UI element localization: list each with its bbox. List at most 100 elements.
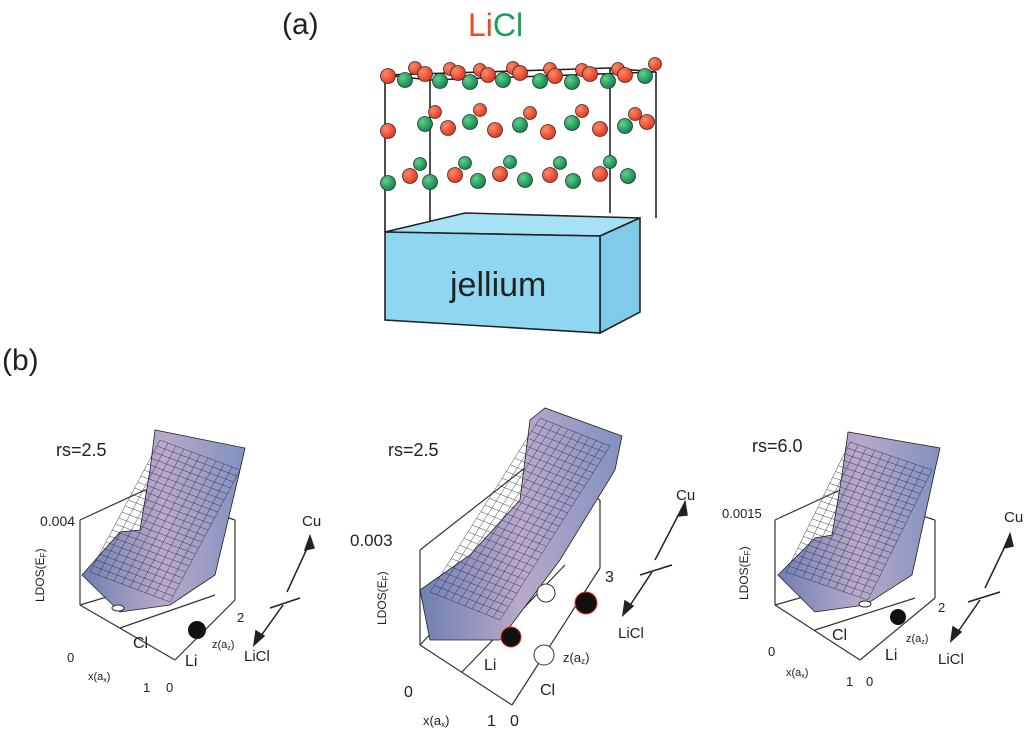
plot-1-z0: 0 bbox=[166, 680, 173, 695]
cl-atom bbox=[512, 117, 528, 133]
li-atom bbox=[575, 104, 589, 118]
plot-1-arrow-cu: Cu bbox=[302, 513, 321, 530]
cl-atom bbox=[380, 175, 396, 191]
cl-atom bbox=[617, 118, 633, 134]
mesh-line bbox=[843, 461, 908, 592]
cl-atom bbox=[565, 173, 581, 189]
plot-1-ylabel: LDOS(EF) bbox=[33, 548, 48, 602]
mesh-line bbox=[785, 441, 851, 573]
li-atom bbox=[480, 67, 496, 83]
cl-atom bbox=[397, 72, 413, 88]
li-atom bbox=[639, 114, 655, 130]
cl-atom bbox=[470, 173, 486, 189]
mesh-line bbox=[859, 467, 925, 598]
mesh-line bbox=[485, 440, 597, 615]
plot-3-zaxis-label: z(az) bbox=[906, 633, 928, 646]
panel-b: (b) rs=2.5 0.004 LDOS(EF) Cl Li 0 bbox=[2, 344, 1023, 730]
plot-1-zaxis-label: z(az) bbox=[212, 639, 234, 652]
jellium-block bbox=[384, 212, 641, 335]
li-atom bbox=[492, 166, 508, 182]
li-atom bbox=[523, 106, 537, 120]
mesh-line bbox=[113, 448, 185, 582]
mesh-line bbox=[471, 434, 583, 609]
mesh-line bbox=[834, 458, 900, 589]
li-atom bbox=[440, 120, 456, 136]
atoms bbox=[380, 57, 662, 191]
plot-2-zmax: 0.003 bbox=[350, 531, 393, 550]
cl-atom bbox=[462, 114, 478, 130]
plot-3-direction-arrows bbox=[949, 531, 1014, 643]
plot-2-direction-arrows bbox=[621, 499, 688, 617]
cl-atom bbox=[603, 155, 617, 169]
plot-2-x1: 1 bbox=[487, 713, 496, 730]
plot-1-rs: rs=2.5 bbox=[56, 440, 107, 460]
cl-atom bbox=[413, 157, 427, 171]
cl-atom bbox=[422, 174, 438, 190]
mesh-line bbox=[450, 426, 562, 601]
plot-1-atom-li: Li bbox=[185, 653, 197, 670]
cl-atom bbox=[458, 156, 472, 170]
plot-3-zmax: 0.0015 bbox=[722, 506, 762, 521]
jellium-label: jellium bbox=[449, 266, 546, 304]
ldos-plot-2: rs=2.5 0.003 LDOS(EF) Li Cl 0 1 0 3 x(ax… bbox=[350, 407, 695, 730]
plot-3-xlabel: x(ax) bbox=[786, 667, 808, 680]
cl-atom bbox=[462, 74, 478, 90]
plot-2-xlabel: x(ax) bbox=[423, 713, 449, 729]
plot-3-rs: rs=6.0 bbox=[752, 436, 803, 456]
plot-2-atom-cl: Cl bbox=[540, 682, 555, 699]
mesh-line bbox=[499, 445, 611, 621]
mesh-line bbox=[443, 423, 555, 598]
panel-a-label: (a) bbox=[282, 8, 319, 41]
mesh-line bbox=[478, 437, 590, 612]
mesh-line bbox=[802, 447, 867, 578]
li-atom bbox=[428, 105, 442, 119]
cl-atom bbox=[503, 155, 517, 169]
plot-1-li-atom bbox=[188, 621, 206, 639]
plot-2-ylabel: LDOS(EF) bbox=[375, 571, 390, 625]
supercell-box bbox=[384, 67, 657, 232]
li-atom bbox=[540, 124, 556, 140]
plot-2-cl-atom-b bbox=[533, 644, 555, 666]
mesh-line bbox=[457, 429, 569, 604]
plot-3-x0: 0 bbox=[768, 644, 775, 659]
ldos-plot-1: rs=2.5 0.004 LDOS(EF) Cl Li 0 1 0 2 x(ax… bbox=[33, 429, 321, 695]
plot-1-z1: 2 bbox=[237, 610, 244, 625]
plot-3-atom-li: Li bbox=[885, 647, 897, 664]
cl-atom bbox=[564, 74, 580, 90]
plot-2-arrow-licl: LiCl bbox=[618, 625, 644, 642]
li-atom bbox=[380, 68, 396, 84]
mesh-line bbox=[851, 464, 916, 595]
plot-2-li-atom-b bbox=[574, 591, 598, 615]
panel-a: (a) LiCl jellium bbox=[282, 7, 662, 335]
mesh-line bbox=[810, 450, 875, 581]
plot-2-cl-atom-a bbox=[536, 583, 556, 603]
plot-2-x0: 0 bbox=[404, 684, 413, 701]
plot-2-li-atom-a bbox=[500, 626, 522, 648]
mesh-line bbox=[436, 420, 548, 595]
li-atom bbox=[473, 103, 487, 117]
mesh-line bbox=[826, 455, 892, 587]
mesh-line bbox=[97, 442, 169, 576]
plot-3-surface bbox=[777, 431, 941, 613]
mesh-line bbox=[867, 469, 933, 601]
cl-atom bbox=[564, 115, 580, 131]
plot-1-zmax: 0.004 bbox=[40, 513, 75, 529]
li-atom bbox=[592, 121, 608, 137]
plot-3-arrow-licl: LiCl bbox=[938, 651, 964, 668]
li-atom bbox=[617, 67, 633, 83]
mesh-line bbox=[818, 453, 884, 584]
plot-1-x1: 1 bbox=[143, 680, 150, 695]
cl-atom bbox=[517, 172, 533, 188]
plot-2-surface bbox=[419, 407, 623, 641]
ldos-plot-3: rs=6.0 0.0015 LDOS(EF) Cl Li 0 1 0 2 x(a… bbox=[722, 431, 1023, 689]
mesh-line bbox=[153, 463, 225, 597]
plot-3-z1: 2 bbox=[938, 600, 945, 615]
plot-3-cl-atom bbox=[858, 600, 872, 608]
mesh-line bbox=[137, 457, 209, 591]
plot-1-xlabel: x(ax) bbox=[88, 671, 110, 684]
plot-3-z0: 0 bbox=[866, 674, 873, 689]
mesh-line bbox=[169, 469, 241, 603]
plot-3-mesh bbox=[785, 441, 933, 601]
mesh-line bbox=[161, 466, 233, 600]
